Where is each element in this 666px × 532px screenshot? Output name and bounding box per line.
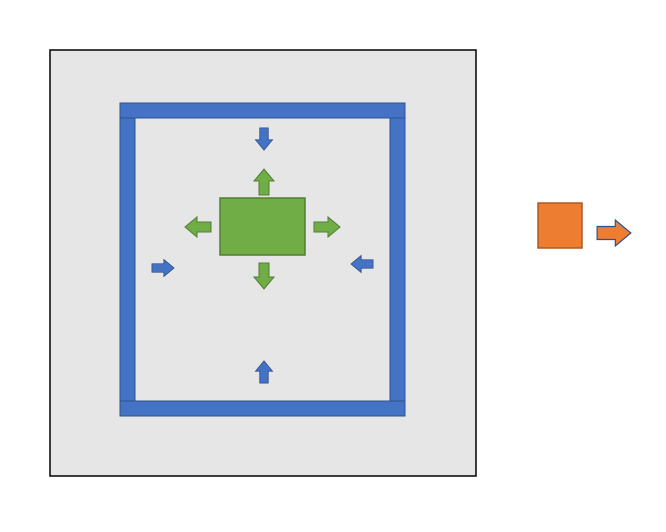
blue-frame-bottom — [119, 400, 406, 417]
blue-frame-top — [119, 102, 406, 119]
blue-frame-left — [119, 117, 136, 402]
green-block — [219, 197, 306, 256]
blue-frame — [119, 102, 406, 417]
blue-frame-right — [389, 117, 406, 402]
orange-arrow-right-icon — [596, 219, 632, 247]
orange-block — [537, 202, 583, 249]
